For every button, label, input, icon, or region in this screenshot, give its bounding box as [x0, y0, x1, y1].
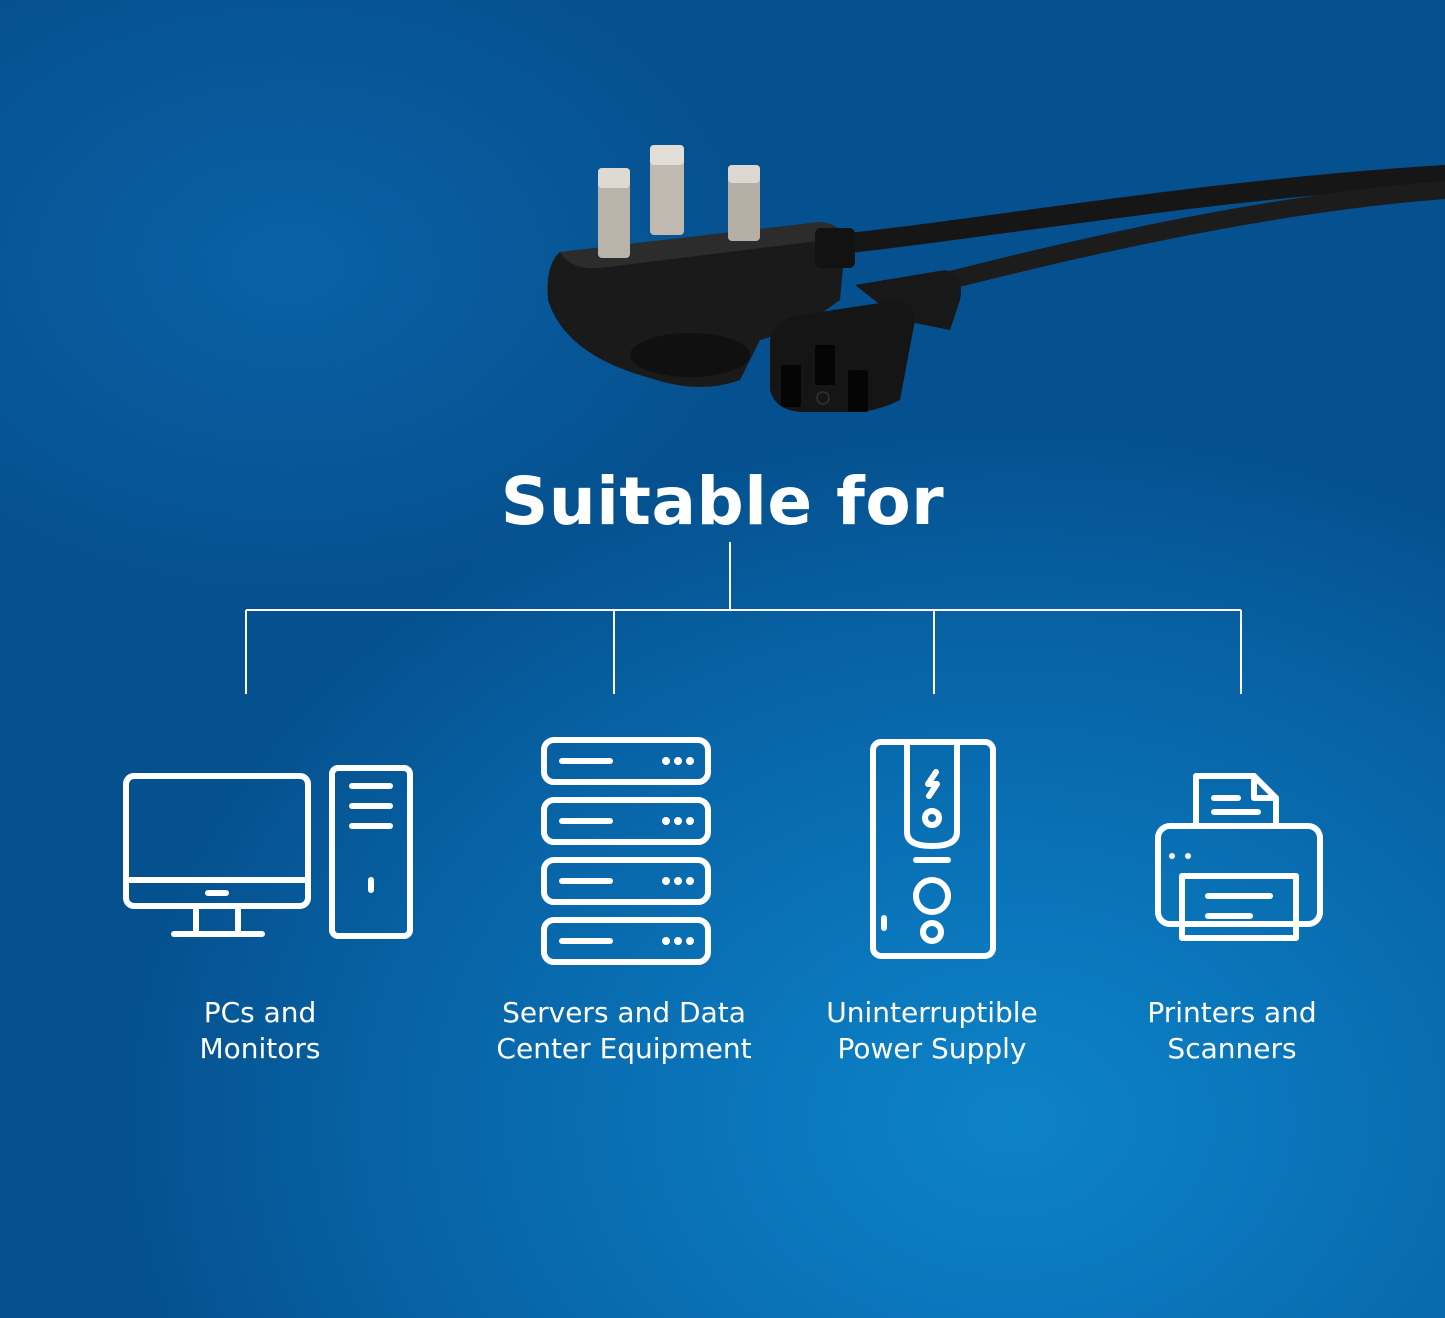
- caption-line: PCs and: [203, 996, 317, 1029]
- caption-ups: Uninterruptible Power Supply: [762, 995, 1102, 1067]
- caption-line: Printers and: [1147, 996, 1317, 1029]
- caption-pcs-monitors: PCs and Monitors: [90, 995, 430, 1067]
- caption-line: Uninterruptible: [826, 996, 1038, 1029]
- caption-line: Monitors: [199, 1032, 321, 1065]
- server-rack-icon: [0, 0, 1445, 1000]
- ups-icon: [0, 0, 1445, 1000]
- caption-line: Scanners: [1167, 1032, 1297, 1065]
- pc-monitor-icon: [0, 0, 1445, 1000]
- caption-servers: Servers and Data Center Equipment: [454, 995, 794, 1067]
- caption-line: Power Supply: [837, 1032, 1027, 1065]
- tree-connector: [0, 0, 1445, 700]
- power-cord-illustration: [547, 145, 1445, 412]
- printer-scanner-icon: [0, 0, 1445, 1000]
- caption-line: Servers and Data: [502, 996, 746, 1029]
- caption-printers-scanners: Printers and Scanners: [1062, 995, 1402, 1067]
- caption-line: Center Equipment: [496, 1032, 752, 1065]
- page-title: Suitable for: [500, 463, 945, 540]
